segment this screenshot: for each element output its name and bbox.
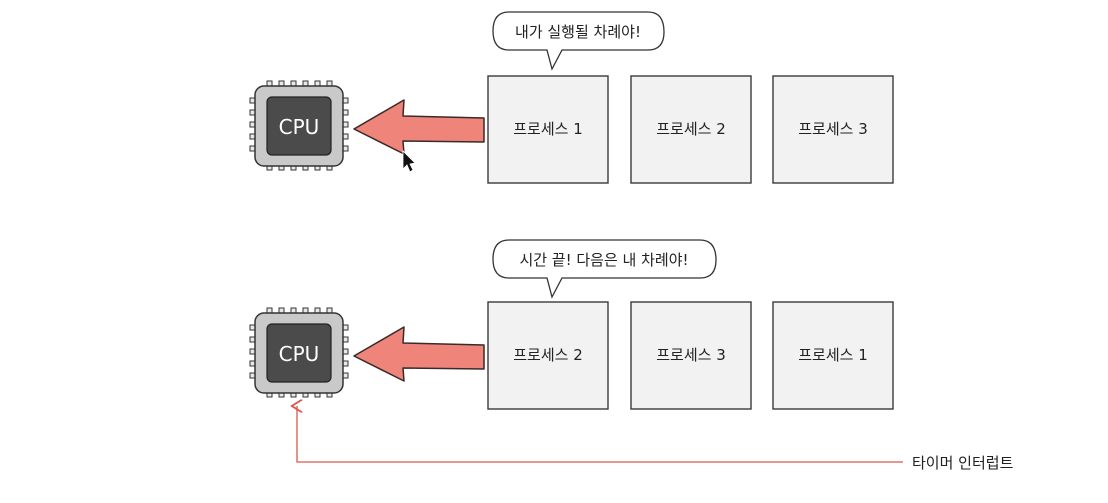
speech-bubble: 내가 실행될 차례야! (492, 11, 665, 71)
cpu-core (266, 323, 332, 383)
process-box: 프로세스 3 (630, 301, 752, 410)
bubble-text: 시간 끝! 다음은 내 차례야! (519, 251, 688, 269)
process-label: 프로세스 1 (513, 120, 583, 138)
process-label: 프로세스 2 (513, 346, 583, 364)
process-label: 프로세스 3 (656, 346, 726, 364)
row-2: CPU 시간 끝! 다음은 내 차례야! 프로세스 2 프로세스 3 프로세스 … (249, 239, 894, 410)
process-box: 프로세스 1 (487, 75, 609, 184)
process-box: 프로세스 2 (630, 75, 752, 184)
dispatch-arrow (353, 326, 485, 382)
cpu-icon: CPU (249, 307, 349, 398)
speech-bubble: 시간 끝! 다음은 내 차례야! (492, 239, 717, 299)
dispatch-arrow (353, 99, 485, 155)
cpu-label: CPU (279, 115, 320, 139)
process-label: 프로세스 3 (798, 120, 868, 138)
mouse-pointer-icon (402, 150, 416, 173)
process-box: 프로세스 2 (487, 301, 609, 410)
process-label: 프로세스 2 (656, 120, 726, 138)
cpu-label: CPU (279, 342, 320, 366)
row-1: CPU 내가 실행될 차례야! 프로세스 1 프로세스 2 프로세스 3 (249, 11, 894, 184)
bubble-text: 내가 실행될 차례야! (515, 23, 641, 41)
cpu-icon: CPU (249, 80, 349, 171)
process-box: 프로세스 1 (772, 301, 894, 410)
process-box: 프로세스 3 (772, 75, 894, 184)
timer-interrupt-arrow (297, 406, 903, 463)
process-label: 프로세스 1 (798, 346, 868, 364)
cpu-core (266, 96, 332, 156)
timer-interrupt-label: 타이머 인터럽트 (912, 454, 1014, 472)
